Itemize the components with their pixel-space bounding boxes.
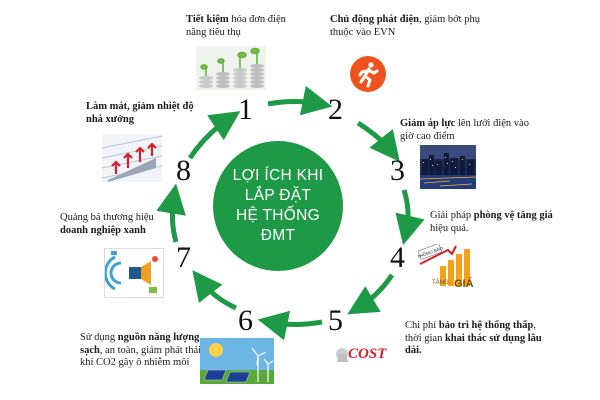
- cost-word: COST: [348, 346, 387, 362]
- cost-image: COST: [334, 336, 394, 366]
- clean-energy-image: [200, 338, 274, 384]
- center-title-line-2: LẮP ĐẶT: [244, 187, 312, 204]
- step-number-7: 7: [176, 241, 191, 274]
- stock-word-1: TĂNG: [432, 279, 449, 286]
- step-number-4: 4: [390, 241, 405, 274]
- stock-word-2: GIÁ: [454, 277, 474, 290]
- benefit-5-bold: bảo trì hệ thống thấp: [438, 320, 534, 331]
- benefit-5-mid: , thời gian: [405, 320, 536, 344]
- benefit-6-bold: nguồn năng lượng sạch: [80, 332, 200, 356]
- benefit-3-rest: lên lưới điện vào giờ cao điểm: [400, 118, 529, 142]
- step-number-6: 6: [238, 304, 253, 337]
- price-increase-image: THÔNG BÁO TĂNG GIÁ: [418, 244, 484, 290]
- step-number-2: 2: [328, 93, 343, 126]
- benefit-5-text: Chi phí bảo trì hệ thống thấp, thời gian…: [405, 320, 545, 358]
- benefit-7-bold: doanh nghiệp xanh: [60, 224, 146, 236]
- step-number-1: 1: [238, 93, 253, 126]
- arrow-3-to-4: [395, 189, 425, 246]
- arrow-4-to-5: [347, 273, 395, 315]
- arrow-8-to-1: [187, 111, 241, 160]
- marketing-image: [104, 248, 164, 298]
- benefit-8-bold: Làm mát, giảm nhiệt độ nhà xưởng: [86, 101, 194, 125]
- center-title-line-1: LỢI ÍCH KHI: [232, 167, 324, 184]
- benefit-6-pre: Sử dụng: [80, 332, 118, 343]
- benefit-4-pre: Giải pháp: [430, 210, 474, 221]
- benefit-3-bold: Giảm áp lực: [400, 118, 456, 129]
- center-title-circle: LỢI ÍCH KHI LẮP ĐẶT HỆ THỐNG ĐMT: [213, 141, 343, 271]
- benefit-6-text: Sử dụng nguồn năng lượng sạch, an toàn, …: [80, 332, 210, 370]
- city-night-image: [420, 145, 476, 189]
- arrow-7-to-8: [156, 183, 186, 243]
- benefit-4-rest: hiệu quả.: [430, 222, 469, 234]
- benefit-3-text: Giảm áp lực lên lưới điện vào giờ cao đi…: [400, 118, 545, 143]
- step-number-5: 5: [328, 304, 343, 337]
- arrow-1-to-2: [267, 85, 333, 116]
- benefit-6-rest: , an toàn, giảm phát thải khí CO2 gây ô …: [80, 344, 202, 369]
- center-title-line-4: ĐMT: [260, 227, 296, 244]
- arrow-6-to-7: [192, 270, 238, 311]
- benefit-5-pre: Chi phí: [405, 320, 439, 331]
- benefit-7-text: Quảng bá thương hiệu doanh nghiệp xanh: [60, 212, 175, 237]
- runner-icon: [350, 56, 386, 92]
- benefit-1-bold: Tiết kiệm: [186, 14, 229, 25]
- benefit-1-text: Tiết kiệm hóa đơn điện năng tiêu thụ: [186, 14, 296, 39]
- benefit-4-bold: phòng vệ tăng giá: [473, 210, 553, 221]
- benefit-8-text: Làm mát, giảm nhiệt độ nhà xưởng: [86, 101, 196, 126]
- step-number-3: 3: [390, 154, 405, 187]
- arrow-2-to-3: [356, 120, 400, 162]
- benefit-2-rest: , giảm bớt phụ thuộc vào EVN: [330, 14, 480, 38]
- savings-image: [196, 46, 266, 90]
- benefit-4-text: Giải pháp phòng vệ tăng giá hiệu quả.: [430, 210, 570, 235]
- benefit-2-bold: Chủ động phát điện: [330, 14, 419, 25]
- benefit-1-rest: hóa đơn điện năng tiêu thụ: [186, 14, 286, 38]
- benefit-2-text: Chủ động phát điện, giảm bớt phụ thuộc v…: [330, 14, 480, 39]
- benefit-7-pre: Quảng bá thương hiệu: [60, 212, 154, 223]
- step-number-8: 8: [176, 154, 191, 187]
- arrow-5-to-6: [257, 310, 323, 341]
- benefit-5-bold-2: khai thác sử dụng lâu dài.: [405, 332, 542, 357]
- center-title-line-3: HỆ THỐNG: [236, 207, 320, 224]
- cooling-image: [102, 134, 162, 182]
